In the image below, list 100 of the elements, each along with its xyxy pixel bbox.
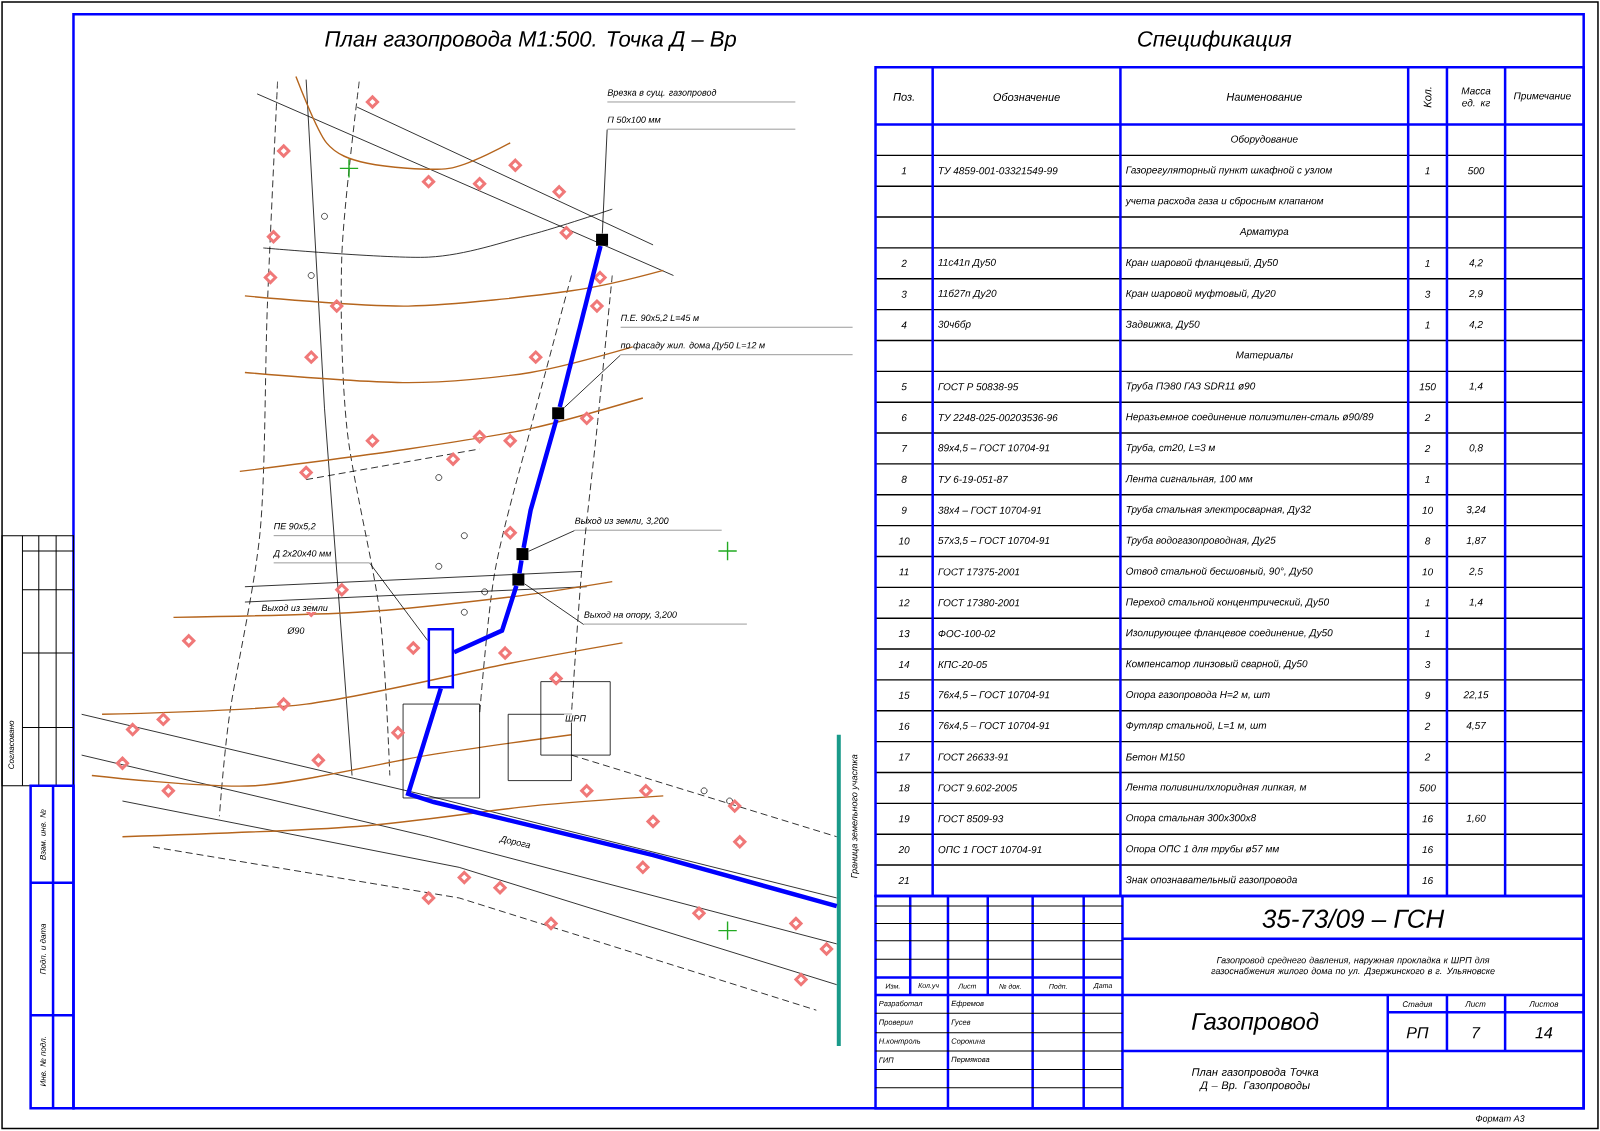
spec-entry: 3 [901,290,907,298]
stamp-label: Инв. № подл. [39,1037,46,1087]
spec-entry: ОПС 1 ГОСТ 10704-91 [938,846,1042,854]
spec-entry: 16 [1422,846,1434,854]
spec-entry: Неразъемное соединение полиэтилен-сталь ø90/89 [1126,412,1374,423]
section-heading: Арматура [1239,228,1289,237]
leader-line [369,562,428,641]
title-block-value: 7 [1472,1027,1481,1039]
pipeline [517,559,524,574]
pipe-joint [512,573,525,586]
spec-entry: Отвод стальной бесшовный, 90°, Ду50 [1126,567,1313,577]
spec-entry: 1 [901,167,907,175]
spec-entry: Знак опознавательный газопровода [1125,875,1297,886]
spec-entry: ГОСТ Р 50838-95 [938,383,1019,391]
boundary-label: Граница земельного участка [851,754,860,879]
callout-text: Выход из земли, 3,200 [574,517,722,531]
spec-entry: 2 [901,259,907,267]
spec-entry: 4 [901,321,907,329]
spec-entry: ФОС-100-02 [938,630,996,638]
spec-entry: 89х4,5 – ГОСТ 10704-91 [938,444,1050,453]
spec-entry: 16 [898,722,910,730]
spec-entry: ГОСТ 17375-2001 [938,568,1020,576]
spec-entry: 500 [1419,784,1436,792]
spec-entry: 57х3,5 – ГОСТ 10704-91 [938,536,1050,546]
spec-entry: 3 [1425,660,1431,668]
spec-entry: 1 [1425,475,1430,483]
spec-entry: ГОСТ 8509-93 [938,815,1004,823]
spec-entry: Бетон М150 [1126,753,1185,761]
pipe-coil [427,627,455,689]
spec-entry: Труба, ст20, L=3 м [1126,443,1216,454]
spec-entry: Переход стальной концентрический, Ду50 [1126,598,1330,608]
column-header: Масса ед. кг [1461,87,1491,107]
spec-entry: 4,2 [1469,320,1483,330]
pipe-joint [596,233,609,246]
spec-entry: 6 [901,414,907,422]
pipe-joint [516,548,529,561]
spec-entry: 15 [898,691,910,699]
spec-entry: 2,9 [1469,290,1483,299]
spec-entry: Задвижка, Ду50 [1125,320,1200,330]
spec-entry: 1 [1425,599,1430,607]
spec-entry: 14 [898,661,910,668]
spec-entry: Компенсатор линзовый сварной, Ду50 [1126,659,1308,670]
spec-entry: 9 [1425,691,1431,699]
callout-text: П.Е. 90х5,2 L=45 м по фасаду жил. дома Ду50 L=12 м [620,314,853,355]
spec-entry: 2,5 [1469,567,1483,577]
spec-entry: 4,2 [1469,259,1483,268]
spec-entry: 0,8 [1469,444,1483,453]
sheet-heading: Спецификация [1138,30,1292,52]
spec-entry: 76х4,5 – ГОСТ 10704-91 [939,691,1050,700]
format-label: Формат А3 [1475,1115,1525,1124]
spec-entry: 30ч6бр [938,320,971,330]
column-header: Наименование [1226,93,1302,101]
spec-entry: 1 [1425,630,1430,638]
pipeline [453,585,519,655]
spec-entry: ГОСТ 9.602-2005 [938,784,1018,792]
spec-entry: 8 [1425,537,1431,545]
title-block-header: Стадия [1402,1001,1433,1007]
plan-label: Дорога [498,834,533,852]
spec-entry: 1 [1425,167,1430,175]
spec-entry: Газорегуляторный пункт шкафной с узлом [1126,166,1333,176]
title-block-header: Листов [1528,1001,1559,1007]
spec-entry: Кран шаровой фланцевый, Ду50 [1126,258,1278,269]
stamp-label: Подп. и дата [39,923,46,975]
spec-entry: 10 [1422,506,1434,514]
drawing-code: 35-73/09 – ГСН [1262,908,1445,928]
spec-entry: Изолирующее фланцевое соединение, Ду50 [1126,628,1333,639]
spec-entry: 22,15 [1463,691,1489,700]
spec-entry: 5 [901,383,907,391]
spec-entry: 10 [1422,568,1434,576]
spec-entry: 16 [1422,815,1434,823]
callout-text: Врезка в сущ. газопровод П 50х100 мм [607,89,796,130]
drawing-title: План газопровода М1:500. Точка Д – Вр [325,30,736,52]
leader-line [563,354,621,408]
spec-entry: Опора газопровода Н=2 м, шт [1126,690,1270,700]
spec-entry: 1,60 [1466,814,1486,823]
spec-entry: 9 [901,506,907,514]
spec-entry: 13 [898,630,910,638]
spec-entry: 18 [898,784,910,792]
spec-entry: 11б27п Ду20 [938,289,997,299]
spec-entry: 1,4 [1469,598,1483,607]
title-block-value: РП [1406,1027,1429,1039]
spec-entry: 2 [1424,753,1431,761]
spec-entry: КПС-20-05 [938,660,988,668]
spec-entry: 20 [898,846,910,854]
spec-entry: 10 [898,537,910,545]
project-description: Газопровод среднего давления, наружная прокладка к ШРП для газоснабжения жилого дома по ул. Дзержинского в г. Ульяновске [1211,956,1495,976]
spec-entry: 4,57 [1466,722,1487,731]
spec-entry: Опора стальная 300х300х8 [1126,814,1257,824]
spec-entry: Кран шаровой муфтовый, Ду20 [1126,289,1276,299]
spec-entry: 1,4 [1469,382,1483,391]
spec-entry: 1,87 [1466,536,1487,546]
spec-entry: 1 [1425,321,1430,329]
spec-entry: 12 [898,599,910,607]
spec-entry: 38х4 – ГОСТ 10704-91 [938,506,1041,514]
spec-entry: 2 [1424,722,1431,730]
title-block-header: Лист [1464,1001,1486,1007]
spec-entry: 8 [901,475,907,483]
spec-entry: ТУ 2248-025-00203536-96 [938,414,1058,422]
spec-entry: 17 [898,753,910,761]
column-header: Примечание [1513,92,1571,102]
